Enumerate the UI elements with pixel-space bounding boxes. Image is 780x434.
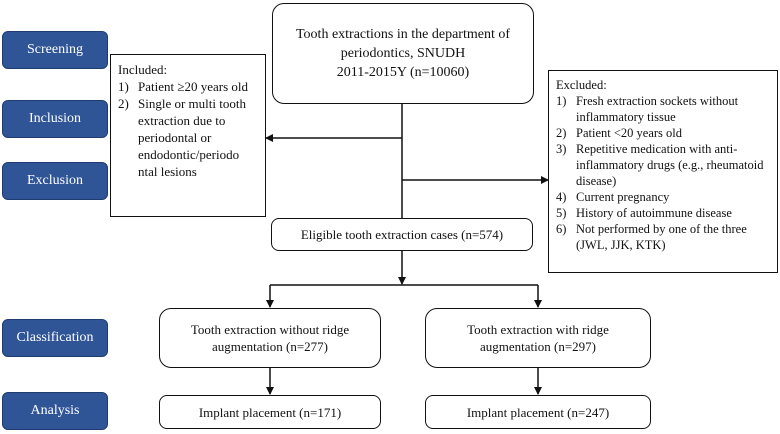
without-ridge-line-2: augmentation (n=277) <box>212 339 328 354</box>
without-ridge-box: Tooth extraction without ridge augmentat… <box>159 308 381 368</box>
implant-with-ridge-box: Implant placement (n=247) <box>425 395 651 429</box>
excluded-item: 6) Not performed by one of the three (JW… <box>556 221 771 253</box>
excluded-item-text: Patient <20 years old <box>576 126 682 140</box>
stage-analysis: Analysis <box>2 392 108 430</box>
eligible-label: Eligible tooth extraction cases (n=574) <box>300 227 504 242</box>
included-heading: Included: <box>118 62 168 77</box>
excluded-item: 5) History of autoimmune disease <box>556 205 771 221</box>
excluded-item-number: 3) <box>556 142 567 156</box>
excluded-item-number: 2) <box>556 126 567 140</box>
implant-with-label: Implant placement (n=247) <box>466 404 610 420</box>
excluded-item: 1) Fresh extraction sockets without infl… <box>556 93 771 125</box>
included-item-text: Single or multi tooth extraction due to … <box>138 96 246 179</box>
excluded-heading: Excluded: <box>556 78 607 92</box>
stage-classification: Classification <box>2 319 108 357</box>
included-item: 1) Patient ≥20 years old <box>118 78 259 95</box>
included-item-text: Patient ≥20 years old <box>138 79 249 94</box>
excluded-list: 1) Fresh extraction sockets without infl… <box>556 93 771 253</box>
implant-without-label: Implant placement (n=171) <box>198 404 342 420</box>
excluded-item-text: Fresh extraction sockets without inflamm… <box>576 94 739 124</box>
excluded-item-text: Repetitive medication with anti-inflamma… <box>576 142 764 188</box>
excluded-item-text: Current pregnancy <box>576 190 670 204</box>
included-criteria-box: Included: 1) Patient ≥20 years old 2) Si… <box>110 54 266 217</box>
excluded-item: 3) Repetitive medication with anti-infla… <box>556 141 771 189</box>
excluded-criteria-box: Excluded: 1) Fresh extraction sockets wi… <box>548 70 778 273</box>
implant-without-ridge-box: Implant placement (n=171) <box>159 395 381 429</box>
source-line-3: 2011-2015Y (n=10060) <box>336 65 470 80</box>
excluded-item-number: 5) <box>556 206 567 220</box>
excluded-item-text: Not performed by one of the three (JWL, … <box>576 222 747 252</box>
without-ridge-line-1: Tooth extraction without ridge <box>190 322 350 337</box>
with-ridge-line-2: augmentation (n=297) <box>480 339 596 354</box>
excluded-item-number: 6) <box>556 222 567 236</box>
included-item: 2) Single or multi tooth extraction due … <box>118 95 259 180</box>
excluded-item-number: 1) <box>556 94 567 108</box>
source-line-2: periodontics, SNUDH <box>340 46 466 61</box>
stage-exclusion: Exclusion <box>2 162 108 200</box>
excluded-item: 2) Patient <20 years old <box>556 125 771 141</box>
eligible-cases-box: Eligible tooth extraction cases (n=574) <box>271 218 533 251</box>
excluded-item: 4) Current pregnancy <box>556 189 771 205</box>
with-ridge-box: Tooth extraction with ridge augmentation… <box>425 308 651 368</box>
excluded-item-number: 4) <box>556 190 567 204</box>
source-line-1: Tooth extractions in the department of <box>295 27 510 42</box>
included-list: 1) Patient ≥20 years old 2) Single or mu… <box>118 78 259 180</box>
with-ridge-line-1: Tooth extraction with ridge <box>467 322 609 337</box>
stage-screening: Screening <box>2 31 108 69</box>
excluded-item-text: History of autoimmune disease <box>576 206 732 220</box>
source-population-box: Tooth extractions in the department of p… <box>272 3 534 104</box>
included-item-number: 2) <box>118 96 129 111</box>
stage-inclusion: Inclusion <box>2 100 108 138</box>
included-item-number: 1) <box>118 79 129 94</box>
